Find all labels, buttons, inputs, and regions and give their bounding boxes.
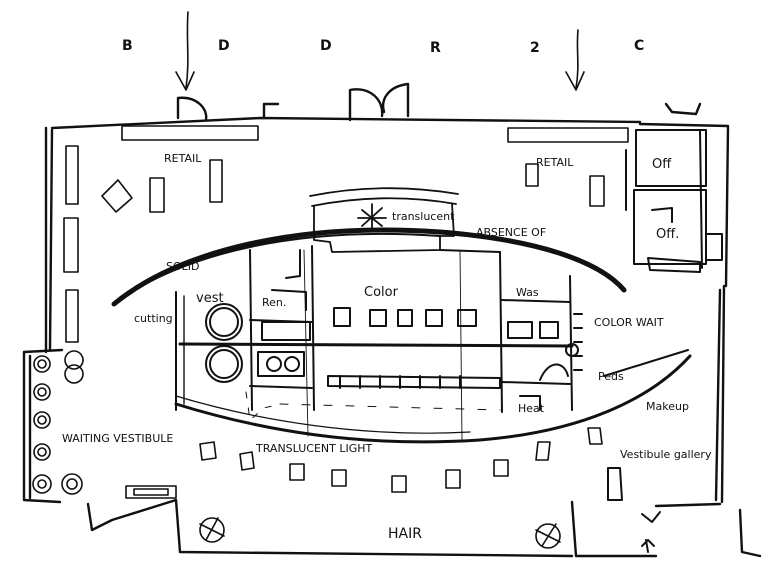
label-office-2: Off. [656,227,679,242]
waiting-column [22,348,64,504]
label-heat: Heat [518,402,545,415]
plant-icon [32,350,561,549]
label-retail-left: RETAIL [164,152,202,165]
marker-6: C [634,38,644,54]
marker-1: B [122,38,133,54]
marker-2: D [218,38,230,54]
label-translucent: translucent [392,210,455,223]
label-vestibule-gallery: Vestibule gallery [620,448,712,461]
label-peds: Peds [598,370,624,383]
label-ren: Ren. [262,296,286,309]
marker-3: D [320,38,332,54]
entry-arrow-icon [175,11,585,91]
marker-4: R [430,40,441,56]
sink-icon [199,427,603,493]
label-hair: HAIR [388,526,422,542]
interior-rooms [178,245,574,441]
right-interior-walls [607,149,661,553]
top-markers: B D D R 2 C [122,38,644,56]
central-ellipse [111,227,692,444]
label-retail-right: RETAIL [536,156,574,169]
label-cutting: cutting [134,312,173,325]
retail-shelving [63,125,629,343]
label-wash: Was [516,286,539,299]
waiting-bench [125,485,177,499]
label-office: Off [652,157,672,172]
label-absence-of: ABSENCE OF [476,226,546,239]
outer-walls [44,82,762,558]
office-block [633,129,723,273]
marker-5: 2 [530,40,540,56]
label-waiting-vestibule: WAITING VESTIBULE [62,432,173,445]
label-color: Color [364,285,399,300]
label-translucent-light: TRANSLUCENT LIGHT [255,442,373,455]
translucent-canopy [309,187,459,253]
label-vest: vest [196,291,224,306]
label-makeup: Makeup [646,400,689,413]
plan-labels: RETAIL RETAIL Off Off. translucent ABSEN… [62,152,712,542]
styling-chair-icon [205,303,583,411]
label-solid: SOLID [166,260,199,273]
label-color-wait: COLOR WAIT [594,316,664,329]
